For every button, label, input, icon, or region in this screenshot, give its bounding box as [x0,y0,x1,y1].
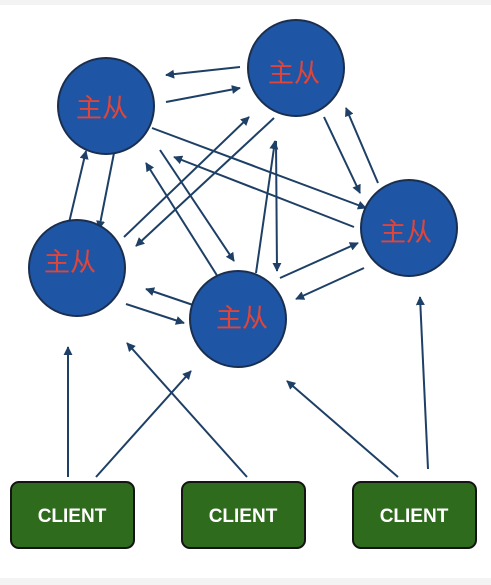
arrow-center-to-topleft [145,162,219,278]
client-box-middle: CLIENT [181,481,306,549]
node-center: 主从 [189,270,287,368]
arrow-client-left-to-center [95,370,192,478]
arrow-midleft-to-topleft [67,150,89,228]
node-top-right: 主从 [247,19,345,117]
node-label: 主从 [44,248,96,278]
arrow-topleft-to-topright [165,85,241,103]
arrow-client-right-to-right [415,296,429,470]
node-label: 主从 [216,304,268,334]
arrow-client-middle-to-midleft [126,342,248,478]
arrows-layer [63,66,429,478]
client-box-right: CLIENT [352,481,477,549]
node-top-left: 主从 [57,57,155,155]
node-label: 主从 [380,218,432,248]
client-label: CLIENT [209,506,278,527]
client-box-left: CLIENT [10,481,135,549]
arrow-topright-to-right [323,116,361,194]
arrow-center-to-midleft [145,287,197,307]
arrow-center-to-right [279,242,359,279]
arrow-right-to-center [295,267,365,300]
node-mid-left: 主从 [28,219,126,317]
node-right: 主从 [360,179,458,277]
diagram-canvas: 主从 主从 主从 主从 主从 CLIENT [0,5,491,578]
arrow-topright-to-center [272,140,282,272]
client-label: CLIENT [38,506,107,527]
cluster-diagram: 主从 主从 主从 主从 主从 CLIENT [10,19,477,549]
arrow-center-to-topright [255,140,279,274]
arrow-right-to-topright [345,107,379,184]
arrow-midleft-to-center [125,303,185,325]
arrow-topright-to-midleft [135,117,275,247]
node-label: 主从 [268,59,320,89]
arrow-midleft-to-topright [123,116,250,238]
node-label: 主从 [76,94,128,124]
arrow-topright-to-topleft [165,66,241,79]
arrow-right-to-topleft [173,155,355,228]
arrow-topleft-to-midleft [96,152,115,230]
nodes-layer: 主从 主从 主从 主从 主从 [28,19,458,368]
client-label: CLIENT [380,506,449,527]
arrow-topleft-to-center [159,149,235,262]
clients-layer: CLIENT CLIENT CLIENT [10,481,477,549]
arrow-topleft-to-right [151,127,367,210]
arrow-client-right-to-center [286,380,399,478]
